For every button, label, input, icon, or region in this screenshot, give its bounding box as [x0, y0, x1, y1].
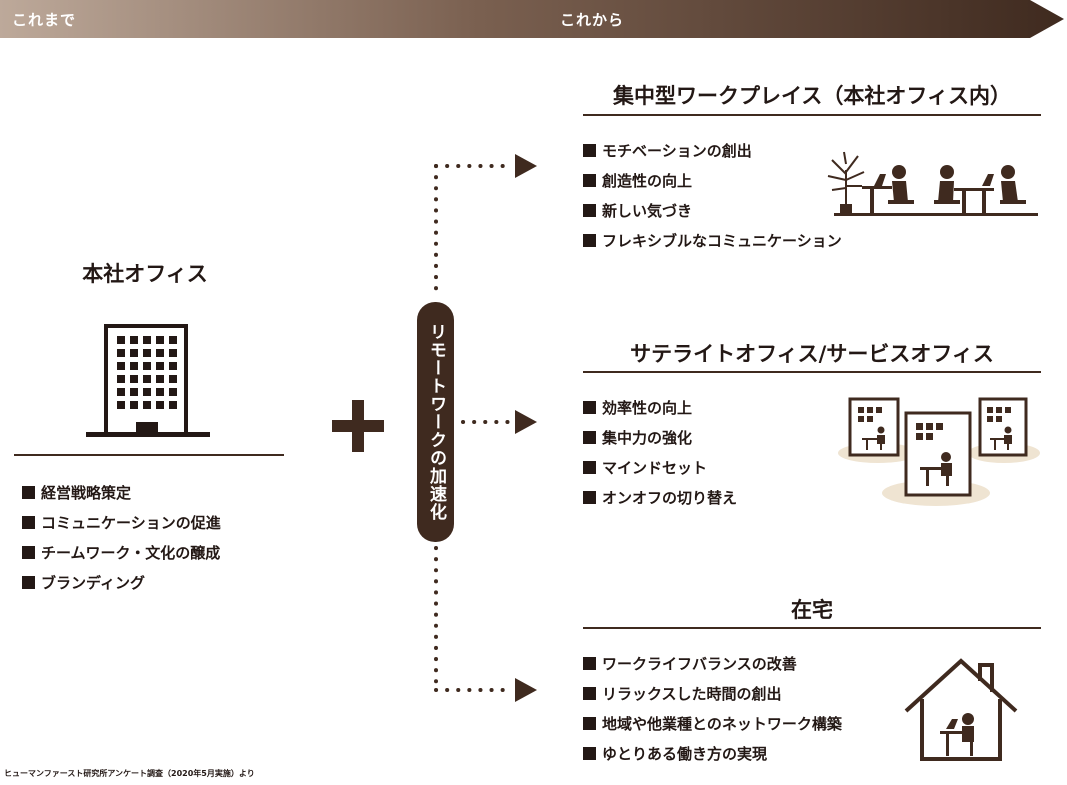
- section-title-home: 在宅: [791, 598, 833, 622]
- list-item: ワークライフバランスの改善: [583, 649, 842, 679]
- banner-before-label: これまで: [12, 11, 77, 29]
- list-item: 集中力の強化: [583, 423, 737, 453]
- list-item: 地域や他業種とのネットワーク構築: [583, 709, 842, 739]
- timeline-arrow-banner: [0, 0, 1064, 38]
- source-footnote: ヒューマンファースト研究所アンケート調査（2020年5月実施）より: [4, 769, 255, 778]
- list-item: 創造性の向上: [583, 166, 842, 196]
- dotted-connector: [434, 154, 537, 702]
- plant-icon: [827, 151, 865, 208]
- list-item: オンオフの切り替え: [583, 483, 737, 513]
- list-item: チームワーク・文化の醸成: [22, 538, 221, 568]
- section-rule: [583, 627, 1041, 629]
- list-item: 経営戦略策定: [22, 478, 221, 508]
- list-item: マインドセット: [583, 453, 737, 483]
- banner-after-label: これから: [560, 11, 625, 29]
- list-item: コミュニケーションの促進: [22, 508, 221, 538]
- list-item: 効率性の向上: [583, 393, 737, 423]
- home-list: ワークライフバランスの改善 リラックスした時間の創出 地域や他業種とのネットワー…: [583, 649, 842, 769]
- list-item: ゆとりある働き方の実現: [583, 739, 842, 769]
- list-item: モチベーションの創出: [583, 136, 842, 166]
- section-rule: [583, 371, 1041, 373]
- plus-icon: [332, 400, 384, 452]
- list-item: リラックスした時間の創出: [583, 679, 842, 709]
- section-title-central-workplace: 集中型ワークプレイス（本社オフィス内）: [613, 84, 1011, 108]
- headquarters-rule: [14, 454, 284, 456]
- list-item: フレキシブルなコミュニケーション: [583, 226, 842, 256]
- office-workers-icon: [827, 151, 1038, 216]
- home-office-icon: [904, 658, 1018, 761]
- remote-work-acceleration-label: リモートワークの加速化: [417, 302, 454, 542]
- list-item: 新しい気づき: [583, 196, 842, 226]
- section-title-satellite-office: サテライトオフィス/サービスオフィス: [630, 342, 994, 366]
- office-building-icon: [86, 324, 210, 437]
- section-rule: [583, 114, 1041, 116]
- list-item: ブランディング: [22, 568, 221, 598]
- headquarters-list: 経営戦略策定 コミュニケーションの促進 チームワーク・文化の醸成 ブランディング: [22, 478, 221, 598]
- satellite-office-icon: [838, 397, 1040, 506]
- central-workplace-list: モチベーションの創出 創造性の向上 新しい気づき フレキシブルなコミュニケーショ…: [583, 136, 842, 256]
- satellite-office-list: 効率性の向上 集中力の強化 マインドセット オンオフの切り替え: [583, 393, 737, 513]
- headquarters-title: 本社オフィス: [82, 262, 208, 286]
